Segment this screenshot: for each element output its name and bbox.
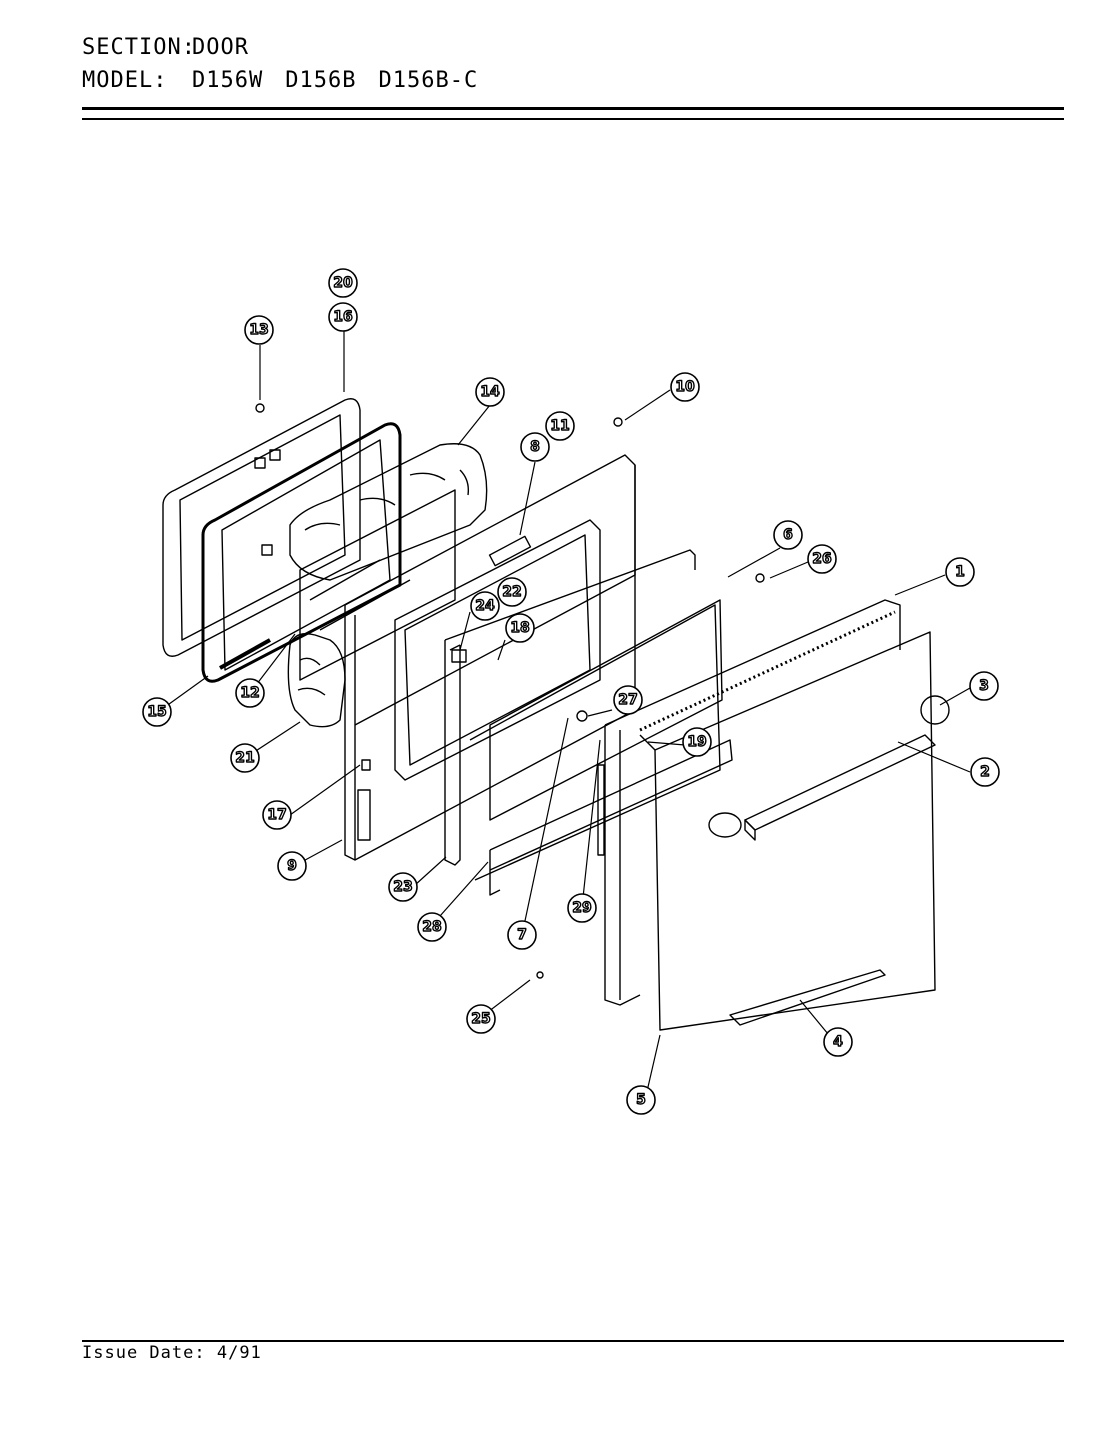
svg-text:25: 25 xyxy=(471,1011,490,1027)
callout-20: 20 xyxy=(328,268,358,298)
svg-text:8: 8 xyxy=(530,439,540,455)
model-number: D156W xyxy=(192,68,264,93)
callout-14: 14 xyxy=(475,377,505,407)
callout-24: 24 xyxy=(470,591,500,621)
callout-8: 8 xyxy=(520,432,550,462)
svg-text:6: 6 xyxy=(783,527,793,543)
svg-text:24: 24 xyxy=(475,598,495,614)
callout-16: 16 xyxy=(328,302,358,332)
svg-text:17: 17 xyxy=(267,807,286,823)
callout-9: 9 xyxy=(277,851,307,881)
callout-10: 10 xyxy=(670,372,700,402)
section-value: DOOR xyxy=(192,35,249,60)
outer-door-panel xyxy=(639,631,936,1031)
callout-3: 3 xyxy=(969,671,999,701)
svg-text:5: 5 xyxy=(636,1092,646,1108)
svg-text:10: 10 xyxy=(675,379,695,395)
screw xyxy=(255,403,265,413)
svg-text:28: 28 xyxy=(422,919,441,935)
hinge-clip xyxy=(451,649,467,663)
svg-text:12: 12 xyxy=(240,685,259,701)
footer-rule xyxy=(82,1340,1064,1342)
insulation-upper xyxy=(289,443,488,581)
svg-text:22: 22 xyxy=(502,584,521,600)
svg-text:3: 3 xyxy=(979,678,989,694)
callout-27: 27 xyxy=(613,685,643,715)
window-glass xyxy=(299,489,456,681)
svg-text:2: 2 xyxy=(980,764,990,780)
svg-text:14: 14 xyxy=(480,384,500,400)
svg-text:29: 29 xyxy=(572,900,591,916)
outer-door-frame xyxy=(597,599,901,1006)
svg-text:11: 11 xyxy=(550,418,569,434)
callout-29: 29 xyxy=(567,893,597,923)
callout-23: 23 xyxy=(388,872,418,902)
door-frame-channel xyxy=(444,549,696,866)
svg-text:9: 9 xyxy=(287,858,297,874)
svg-text:15: 15 xyxy=(147,704,166,720)
callout-21: 21 xyxy=(230,743,260,773)
inner-door-panel xyxy=(344,454,636,861)
inner-door-liner xyxy=(162,398,361,657)
header-rule xyxy=(82,107,1064,110)
svg-text:18: 18 xyxy=(510,620,529,636)
callout-19: 19 xyxy=(682,727,712,757)
callout-2: 2 xyxy=(970,757,1000,787)
bottom-trim xyxy=(729,969,886,1026)
callout-11: 11 xyxy=(545,411,575,441)
callout-18: 18 xyxy=(505,613,535,643)
header-rule xyxy=(82,118,1064,120)
callout-7: 7 xyxy=(507,920,537,950)
callout-5: 5 xyxy=(626,1085,656,1115)
svg-text:21: 21 xyxy=(235,750,254,766)
door-bracket xyxy=(488,535,532,567)
svg-text:13: 13 xyxy=(249,322,268,338)
callout-26: 26 xyxy=(807,544,837,574)
screw xyxy=(613,417,623,427)
svg-text:16: 16 xyxy=(333,309,352,325)
door-handle xyxy=(708,695,950,841)
callout-17: 17 xyxy=(262,800,292,830)
model-number: D156B xyxy=(285,68,357,93)
svg-text:27: 27 xyxy=(618,692,637,708)
callout-6: 6 xyxy=(773,520,803,550)
svg-text:1: 1 xyxy=(955,564,965,580)
callout-25: 25 xyxy=(466,1004,496,1034)
callout-12: 12 xyxy=(235,678,265,708)
callout-4: 4 xyxy=(823,1027,853,1057)
issue-date-label: Issue Date: xyxy=(82,1343,206,1363)
svg-text:19: 19 xyxy=(687,734,706,750)
screw xyxy=(755,573,765,583)
insulation-lower xyxy=(287,633,346,728)
door-gasket xyxy=(201,422,402,683)
issue-date: Issue Date: 4/91 xyxy=(82,1343,262,1363)
svg-text:20: 20 xyxy=(333,275,353,291)
svg-text:4: 4 xyxy=(833,1034,843,1050)
callout-1: 1 xyxy=(945,557,975,587)
model-number: D156B-C xyxy=(378,68,479,93)
callout-13: 13 xyxy=(244,315,274,345)
svg-text:23: 23 xyxy=(393,879,412,895)
clip xyxy=(576,710,588,722)
section-label: SECTION: xyxy=(82,35,196,60)
issue-date-value: 4/91 xyxy=(216,1343,262,1363)
svg-text:26: 26 xyxy=(812,551,831,567)
callout-28: 28 xyxy=(417,912,447,942)
svg-text:7: 7 xyxy=(517,927,527,943)
section-header: SECTION:DOOR xyxy=(82,35,271,60)
screw xyxy=(536,971,544,979)
callout-22: 22 xyxy=(497,577,527,607)
leader-lines xyxy=(157,330,971,1101)
model-label: MODEL: xyxy=(82,68,168,93)
callout-15: 15 xyxy=(142,697,172,727)
model-header: MODEL: D156W D156B D156B-C xyxy=(82,68,500,93)
